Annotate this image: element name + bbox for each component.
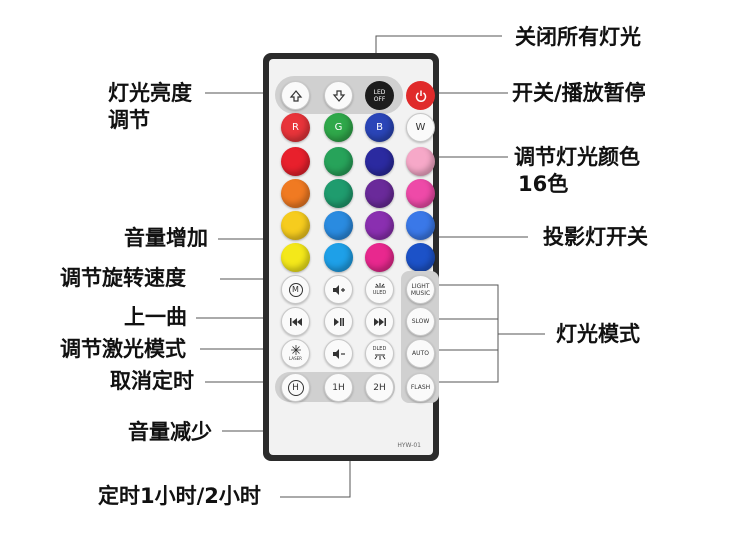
two-h-label: 2H <box>373 382 386 393</box>
uled-button[interactable]: ULED <box>365 275 394 304</box>
brightness-up-button[interactable] <box>281 81 310 110</box>
color-button-r3c1[interactable] <box>281 179 310 208</box>
color-button-r4c3[interactable] <box>365 211 394 240</box>
blue-label: B <box>376 122 383 133</box>
projector-light-icon <box>374 283 385 288</box>
color-button-r2c1[interactable] <box>281 147 310 176</box>
auto-button[interactable]: AUTO <box>406 339 435 368</box>
play-pause-button[interactable] <box>324 307 353 336</box>
rotation-speed-button[interactable]: M <box>281 275 310 304</box>
timer-2h-button[interactable]: 2H <box>365 373 394 402</box>
label-brightness-2: 调节 <box>108 108 150 132</box>
dled-label: DLED <box>372 346 387 352</box>
volume-down-button[interactable] <box>324 339 353 368</box>
power-button[interactable] <box>406 81 435 110</box>
white-button[interactable]: W <box>406 113 435 142</box>
flash-label: FLASH <box>410 384 431 391</box>
label-color-2: 16色 <box>518 172 569 196</box>
color-button-r2c2[interactable] <box>324 147 353 176</box>
timer-1h-button[interactable]: 1H <box>324 373 353 402</box>
cancel-timer-button[interactable]: H <box>281 373 310 402</box>
label-previous-track: 上一曲 <box>124 305 187 329</box>
led-off-label-top: LED <box>373 88 386 96</box>
label-color: 调节灯光颜色 <box>514 145 640 169</box>
flash-button[interactable]: FLASH <box>406 373 435 402</box>
brightness-up-icon <box>289 89 302 102</box>
label-volume-down: 音量减少 <box>128 420 212 444</box>
color-button-r3c2[interactable] <box>324 179 353 208</box>
label-cancel-timer: 取消定时 <box>110 369 194 393</box>
next-icon <box>373 317 386 326</box>
label-laser-mode: 调节激光模式 <box>60 337 186 361</box>
red-button[interactable]: R <box>281 113 310 142</box>
previous-icon <box>289 317 302 326</box>
label-brightness: 灯光亮度 <box>108 81 192 105</box>
model-number: HYW-01 <box>397 442 421 449</box>
led-off-button[interactable]: LED OFF <box>365 81 394 110</box>
power-icon <box>415 90 426 102</box>
m-label: M <box>288 282 303 297</box>
label-projector: 投影灯开关 <box>543 225 648 249</box>
down-light-icon <box>374 354 385 360</box>
color-button-r5c2[interactable] <box>324 243 353 272</box>
speaker-plus-icon <box>332 284 345 295</box>
volume-up-button[interactable] <box>324 275 353 304</box>
color-button-r5c4[interactable] <box>406 243 435 272</box>
auto-label: AUTO <box>412 350 429 357</box>
color-button-r3c3[interactable] <box>365 179 394 208</box>
led-off-label-bottom: OFF <box>373 95 386 103</box>
remote-face: LED OFF R G B W <box>269 59 439 455</box>
next-track-button[interactable] <box>365 307 394 336</box>
green-button[interactable]: G <box>324 113 353 142</box>
remote-control: LED OFF R G B W <box>263 53 439 461</box>
label-rotation-speed: 调节旋转速度 <box>60 266 186 290</box>
color-button-r2c3[interactable] <box>365 147 394 176</box>
uled-label: ULED <box>372 290 387 296</box>
one-h-label: 1H <box>332 382 345 393</box>
label-power: 开关/播放暂停 <box>512 81 646 105</box>
h-label: H <box>287 379 304 396</box>
play-pause-icon <box>333 317 344 326</box>
previous-track-button[interactable] <box>281 307 310 336</box>
color-button-r5c1[interactable] <box>281 243 310 272</box>
slow-label: SLOW <box>411 318 430 325</box>
label-timer: 定时1小时/2小时 <box>98 484 261 508</box>
light-music-label-2: MUSIC <box>410 289 431 297</box>
brightness-down-icon <box>332 89 345 102</box>
label-light-mode: 灯光模式 <box>556 322 640 346</box>
laser-mode-button[interactable]: LASER <box>281 339 310 368</box>
color-button-r3c4[interactable] <box>406 179 435 208</box>
laser-label: LASER <box>289 356 302 361</box>
brightness-down-button[interactable] <box>324 81 353 110</box>
white-label: W <box>415 122 426 133</box>
slow-button[interactable]: SLOW <box>406 307 435 336</box>
color-button-r2c4[interactable] <box>406 147 435 176</box>
speaker-minus-icon <box>332 348 345 359</box>
light-music-label-1: LIGHT <box>411 282 430 290</box>
blue-button[interactable]: B <box>365 113 394 142</box>
light-music-button[interactable]: LIGHT MUSIC <box>406 275 435 304</box>
color-button-r4c2[interactable] <box>324 211 353 240</box>
color-button-r4c4[interactable] <box>406 211 435 240</box>
label-all-lights-off: 关闭所有灯光 <box>515 25 641 49</box>
color-button-r4c1[interactable] <box>281 211 310 240</box>
laser-icon <box>290 345 301 355</box>
dled-button[interactable]: DLED <box>365 339 394 368</box>
label-volume-up: 音量增加 <box>124 226 208 250</box>
green-label: G <box>334 122 343 133</box>
color-button-r5c3[interactable] <box>365 243 394 272</box>
red-label: R <box>292 122 299 133</box>
